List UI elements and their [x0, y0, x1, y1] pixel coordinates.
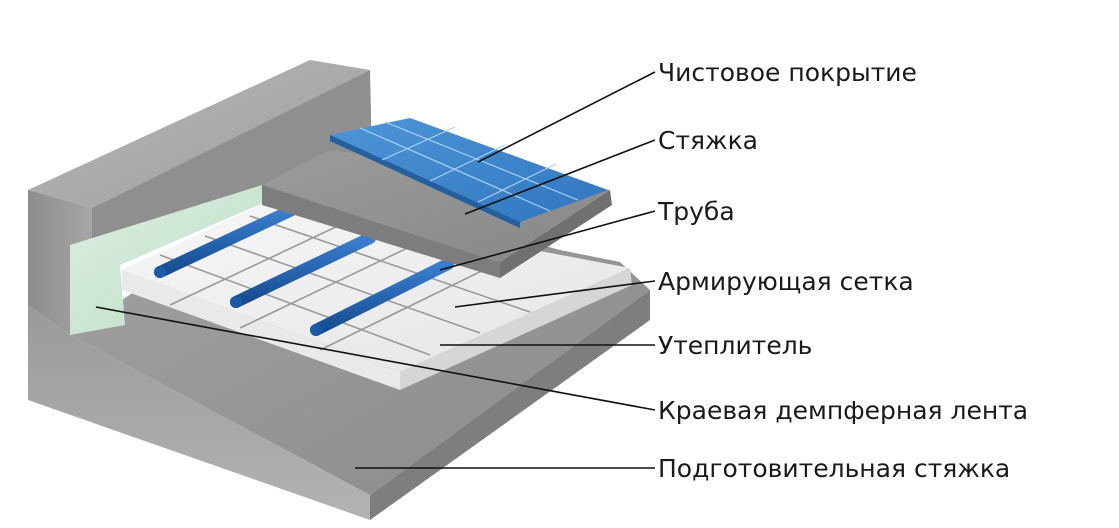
insulation-front: [122, 270, 400, 390]
pipe-end: [154, 266, 166, 278]
mesh-line: [169, 224, 341, 306]
leader-line-mesh: [454, 280, 656, 308]
grout-line: [429, 144, 506, 182]
mesh-line: [319, 261, 501, 351]
pipe-end: [310, 324, 322, 336]
leader-line-damper: [95, 306, 656, 411]
heating-pipes: [154, 204, 454, 336]
label-pipe: Труба: [657, 197, 735, 226]
mesh-line: [204, 235, 481, 334]
back-wall-inner: [92, 70, 372, 250]
screed-front: [262, 185, 500, 278]
label-reinforcing-mesh: Армирующая сетка: [658, 267, 914, 296]
leader-lines: [95, 71, 656, 469]
heating-pipe: [154, 204, 298, 278]
mesh-line: [239, 241, 421, 329]
mesh-line: [159, 254, 431, 356]
grout-line: [381, 126, 456, 161]
leader-line-screed: [464, 139, 656, 215]
label-base-screed: Подготовительная стяжка: [658, 454, 1010, 483]
edge-damper-tape: [70, 185, 270, 335]
reinforcing-mesh: [159, 215, 531, 356]
insulation-layer: [122, 200, 632, 390]
callout-labels: Чистовое покрытие Стяжка Труба Армирующа…: [657, 58, 1028, 483]
screed-right: [500, 190, 612, 278]
leader-line-finish: [477, 71, 656, 163]
back-wall-top: [28, 60, 370, 208]
mesh-line: [249, 215, 531, 313]
label-insulation: Утеплитель: [658, 331, 812, 360]
pipe-end: [230, 296, 242, 308]
label-edge-damper-tape: Краевая демпферная лента: [658, 396, 1028, 425]
base-slab-right: [370, 290, 650, 520]
grout-line: [477, 163, 557, 203]
heating-pipe: [310, 258, 454, 336]
label-finish-coating: Чистовое покрытие: [658, 58, 917, 87]
tile-edge: [330, 135, 520, 228]
leader-line-pipe: [439, 210, 656, 271]
label-screed: Стяжка: [658, 126, 758, 155]
heating-pipe: [230, 232, 376, 308]
tile-surface: [330, 118, 608, 222]
insulation-top: [122, 200, 630, 372]
insulation-right: [400, 268, 632, 390]
base-slab-front: [28, 305, 370, 520]
